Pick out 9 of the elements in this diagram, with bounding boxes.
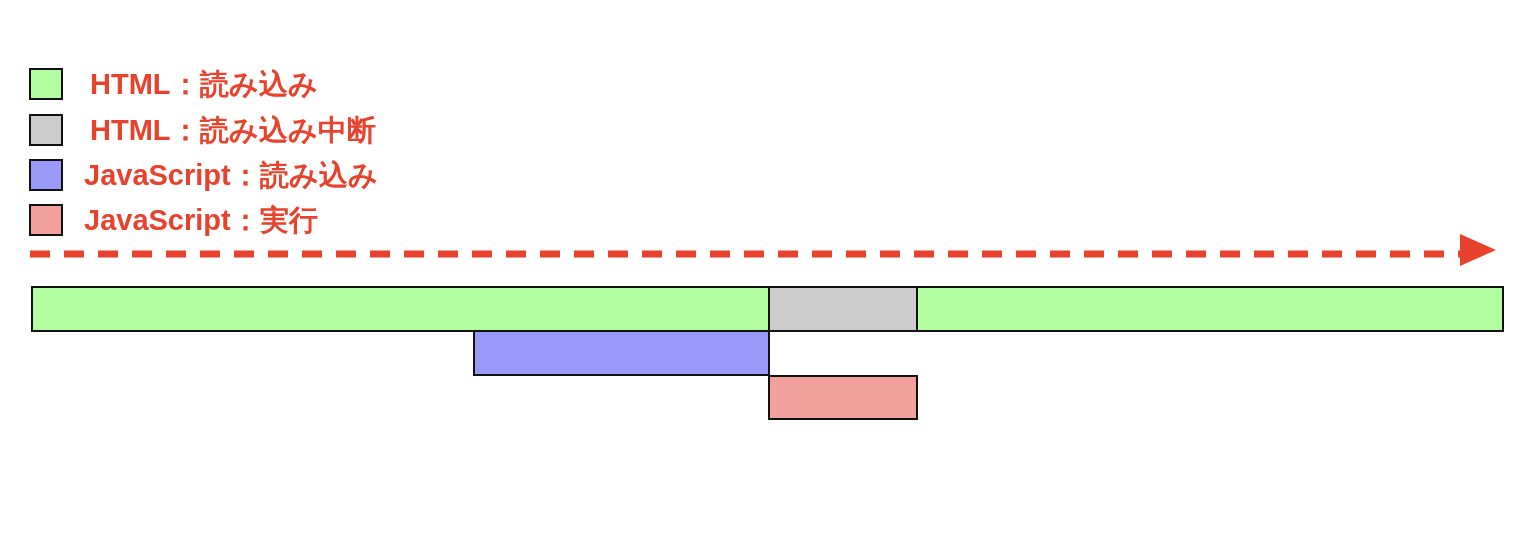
- timeline-bar: [473, 330, 770, 376]
- legend-label: HTML：読み込み中断: [90, 113, 376, 147]
- legend-label: HTML：読み込み: [90, 67, 318, 101]
- legend-label: JavaScript：実行: [84, 203, 318, 237]
- timeline-bar: [768, 286, 918, 332]
- timeline-bar: [916, 286, 1504, 332]
- timeline-bar: [31, 286, 770, 332]
- timeline-bar: [768, 375, 918, 420]
- legend-label: JavaScript：読み込み: [84, 158, 378, 192]
